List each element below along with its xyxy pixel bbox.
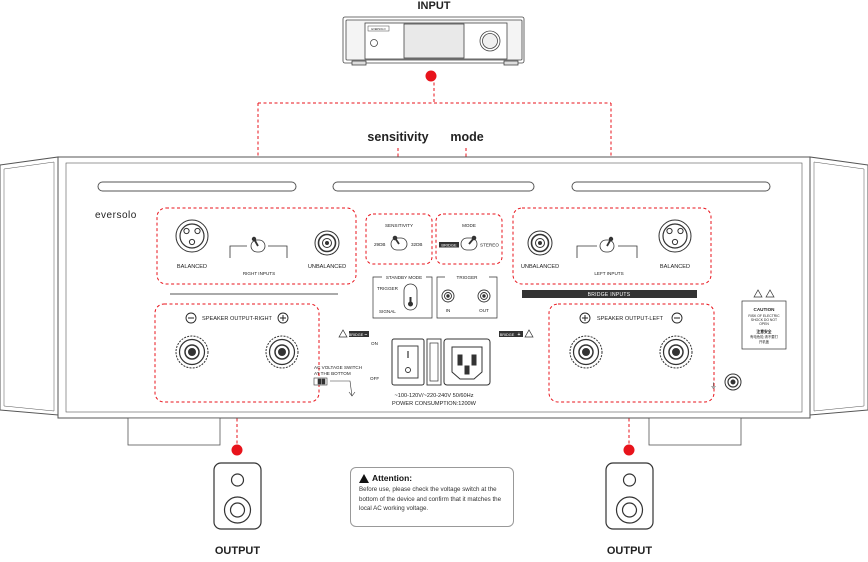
voltage-switch-note-line1: AC VOLTAGE SWITCH xyxy=(314,365,362,370)
warning-icon xyxy=(524,329,534,338)
right-inputs-label: RIGHT INPUTS xyxy=(243,271,275,276)
attention-title: Attention: xyxy=(372,473,413,483)
trigger-panel xyxy=(436,276,498,319)
voltage-switch-note-line2: AT THE BOTTOM xyxy=(314,371,351,376)
bridge-plus-badge xyxy=(499,331,523,337)
binding-post-left-minus xyxy=(659,335,693,369)
mode-header: mode xyxy=(450,130,483,144)
sensitivity-toggle-switch[interactable] xyxy=(390,235,408,251)
ground-terminal xyxy=(724,373,742,391)
bridge-minus-label: BRIDGE xyxy=(349,333,364,337)
mode-box-label: MODE xyxy=(462,223,476,228)
attention-body: Before use, please check the voltage swi… xyxy=(359,486,502,512)
trigger-box-label: TRIGGER xyxy=(457,275,479,280)
xlr-balanced-left xyxy=(658,219,692,253)
sensitivity-header: sensitivity xyxy=(367,130,428,144)
iec-power-inlet xyxy=(443,338,491,386)
binding-post-right-minus xyxy=(175,335,209,369)
output-left-label: OUTPUT xyxy=(607,545,653,557)
power-off-label: OFF xyxy=(370,376,379,381)
power-on-label: ON xyxy=(371,341,378,346)
mode-stereo-label: STEREO xyxy=(480,243,499,248)
unbalanced-right-label: UNBALANCED xyxy=(308,264,346,270)
standby-mode-switch[interactable] xyxy=(403,283,418,311)
minus-icon xyxy=(185,312,197,324)
balanced-right-label: BALANCED xyxy=(177,264,207,270)
bridge-inputs-bar xyxy=(522,290,697,298)
warning-icon xyxy=(338,329,348,338)
right-inputs-highlight xyxy=(156,207,357,285)
plus-icon xyxy=(277,312,289,324)
plus-icon xyxy=(579,312,591,324)
warning-icon xyxy=(359,473,369,483)
standby-signal-label: SIGNAL xyxy=(379,309,396,314)
plus-sign-icon: + xyxy=(518,332,521,338)
trigger-in-label: IN xyxy=(446,308,451,313)
mode-bridge-label: BRIDGE xyxy=(441,243,457,248)
power-consumption-spec: POWER CONSUMPTION:1200W xyxy=(392,401,477,407)
source-badge: EVERSOLO xyxy=(371,27,385,31)
caution-cn-title: 注意安全 xyxy=(756,329,771,334)
left-input-selector-switch[interactable] xyxy=(576,236,638,258)
caution-cn-line1: 有电危险,请不要打 xyxy=(750,334,779,339)
output-right-label: OUTPUT xyxy=(215,545,261,557)
binding-post-left-plus xyxy=(569,335,603,369)
mode-toggle-switch[interactable] xyxy=(460,235,478,251)
trigger-out-jack xyxy=(477,289,491,303)
bridge-minus-badge xyxy=(349,331,369,337)
output-right-connection-dot xyxy=(231,444,243,456)
sensitivity-29db-label: 29DB xyxy=(374,242,386,247)
power-voltage-spec: ~100-120V/~220-240V 50/60Hz xyxy=(395,393,474,399)
minus-sign-icon: − xyxy=(365,332,368,338)
trigger-out-label: OUT xyxy=(479,308,489,313)
bridge-inputs-label: BRIDGE INPUTS xyxy=(588,292,631,298)
xlr-balanced-right xyxy=(175,219,209,253)
voltage-switch-indicator xyxy=(313,377,356,397)
speaker-output-left-label: SPEAKER OUTPUT-LEFT xyxy=(597,316,664,322)
speaker-left-icon xyxy=(605,462,654,530)
unbalanced-left-label: UNBALANCED xyxy=(521,264,559,270)
power-switch[interactable] xyxy=(391,338,425,386)
bridge-plus-label: BRIDGE xyxy=(500,333,515,337)
left-inputs-label: LEFT INPUTS xyxy=(594,271,623,276)
speaker-output-right-label: SPEAKER OUTPUT-RIGHT xyxy=(202,316,273,322)
output-left-connection-dot xyxy=(623,444,635,456)
left-inputs-highlight xyxy=(512,207,712,285)
rca-unbalanced-right xyxy=(314,230,340,256)
rca-unbalanced-left xyxy=(527,230,553,256)
brand-logo: eversolo xyxy=(95,210,137,221)
speaker-output-left-highlight xyxy=(548,303,715,403)
caution-title: CAUTION xyxy=(754,307,776,312)
fuse-holder xyxy=(426,338,442,386)
ground-symbol-icon: ⏚ xyxy=(710,382,717,390)
standby-mode-panel xyxy=(372,276,433,319)
speaker-output-right-highlight xyxy=(154,303,320,403)
input-connection-dot xyxy=(425,70,437,82)
balanced-left-label: BALANCED xyxy=(660,264,690,270)
binding-post-right-plus xyxy=(265,335,299,369)
caution-line1: RISK OF ELECTRIC xyxy=(748,314,780,318)
standby-trigger-label: TRIGGER xyxy=(377,286,399,291)
minus-icon xyxy=(671,312,683,324)
input-label: INPUT xyxy=(418,0,451,12)
attention-notice: Attention: Before use, please check the … xyxy=(350,467,514,527)
trigger-in-jack xyxy=(441,289,455,303)
caution-cn-line2: 开机盖 xyxy=(759,339,770,344)
speaker-right-icon xyxy=(213,462,262,530)
caution-label xyxy=(741,289,787,350)
caution-line3: OPEN xyxy=(759,322,769,326)
attention-title-row: Attention: xyxy=(359,473,505,483)
source-device xyxy=(342,16,525,66)
sensitivity-32db-label: 32DB xyxy=(411,242,423,247)
right-input-selector-switch[interactable] xyxy=(229,236,288,258)
mode-bridge-badge xyxy=(439,242,459,248)
sensitivity-box-label: SENSITIVITY xyxy=(385,223,413,228)
caution-line2: SHOCK DO NOT xyxy=(751,318,777,322)
standby-mode-label: STANDBY MODE xyxy=(386,275,422,280)
